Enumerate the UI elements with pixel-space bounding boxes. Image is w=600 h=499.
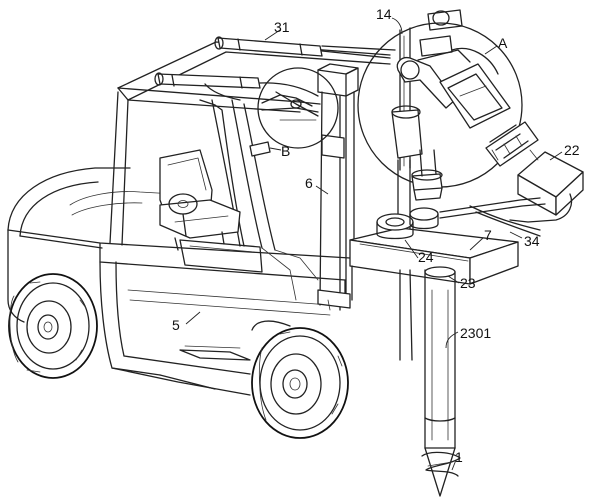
driver-seat bbox=[159, 149, 241, 251]
platform-7 bbox=[349, 227, 519, 361]
operator-cab bbox=[109, 41, 391, 301]
label-24: 24 bbox=[418, 249, 434, 265]
reference-labels: 31 14 A B 6 22 7 34 24 23 5 2301 1 bbox=[172, 6, 580, 465]
label-22: 22 bbox=[564, 142, 580, 158]
front-wheel bbox=[251, 320, 349, 439]
detail-circle-a bbox=[357, 9, 539, 188]
motor-box-22 bbox=[509, 149, 584, 223]
hydraulic-cylinder-31 bbox=[214, 36, 396, 59]
steering-wheel bbox=[168, 193, 198, 237]
leader-lines bbox=[185, 17, 563, 471]
label-b: B bbox=[281, 143, 290, 159]
vehicle-body bbox=[7, 167, 351, 396]
label-6: 6 bbox=[305, 175, 313, 191]
auger-bit bbox=[421, 447, 461, 497]
label-23: 23 bbox=[460, 275, 476, 291]
label-34: 34 bbox=[524, 233, 540, 249]
label-7: 7 bbox=[484, 227, 492, 243]
rear-wheel bbox=[8, 273, 98, 379]
label-14: 14 bbox=[376, 6, 392, 22]
label-31: 31 bbox=[274, 19, 290, 35]
auger-shaft bbox=[424, 266, 456, 452]
label-5: 5 bbox=[172, 317, 180, 333]
cable-34 bbox=[469, 205, 541, 237]
drive-gear-24 bbox=[376, 197, 546, 240]
label-2301: 2301 bbox=[460, 325, 491, 341]
hydraulic-cylinder-lower bbox=[154, 72, 319, 101]
label-1: 1 bbox=[455, 449, 463, 465]
detail-circle-b bbox=[249, 67, 339, 157]
mast bbox=[317, 63, 359, 311]
label-a: A bbox=[498, 35, 508, 51]
